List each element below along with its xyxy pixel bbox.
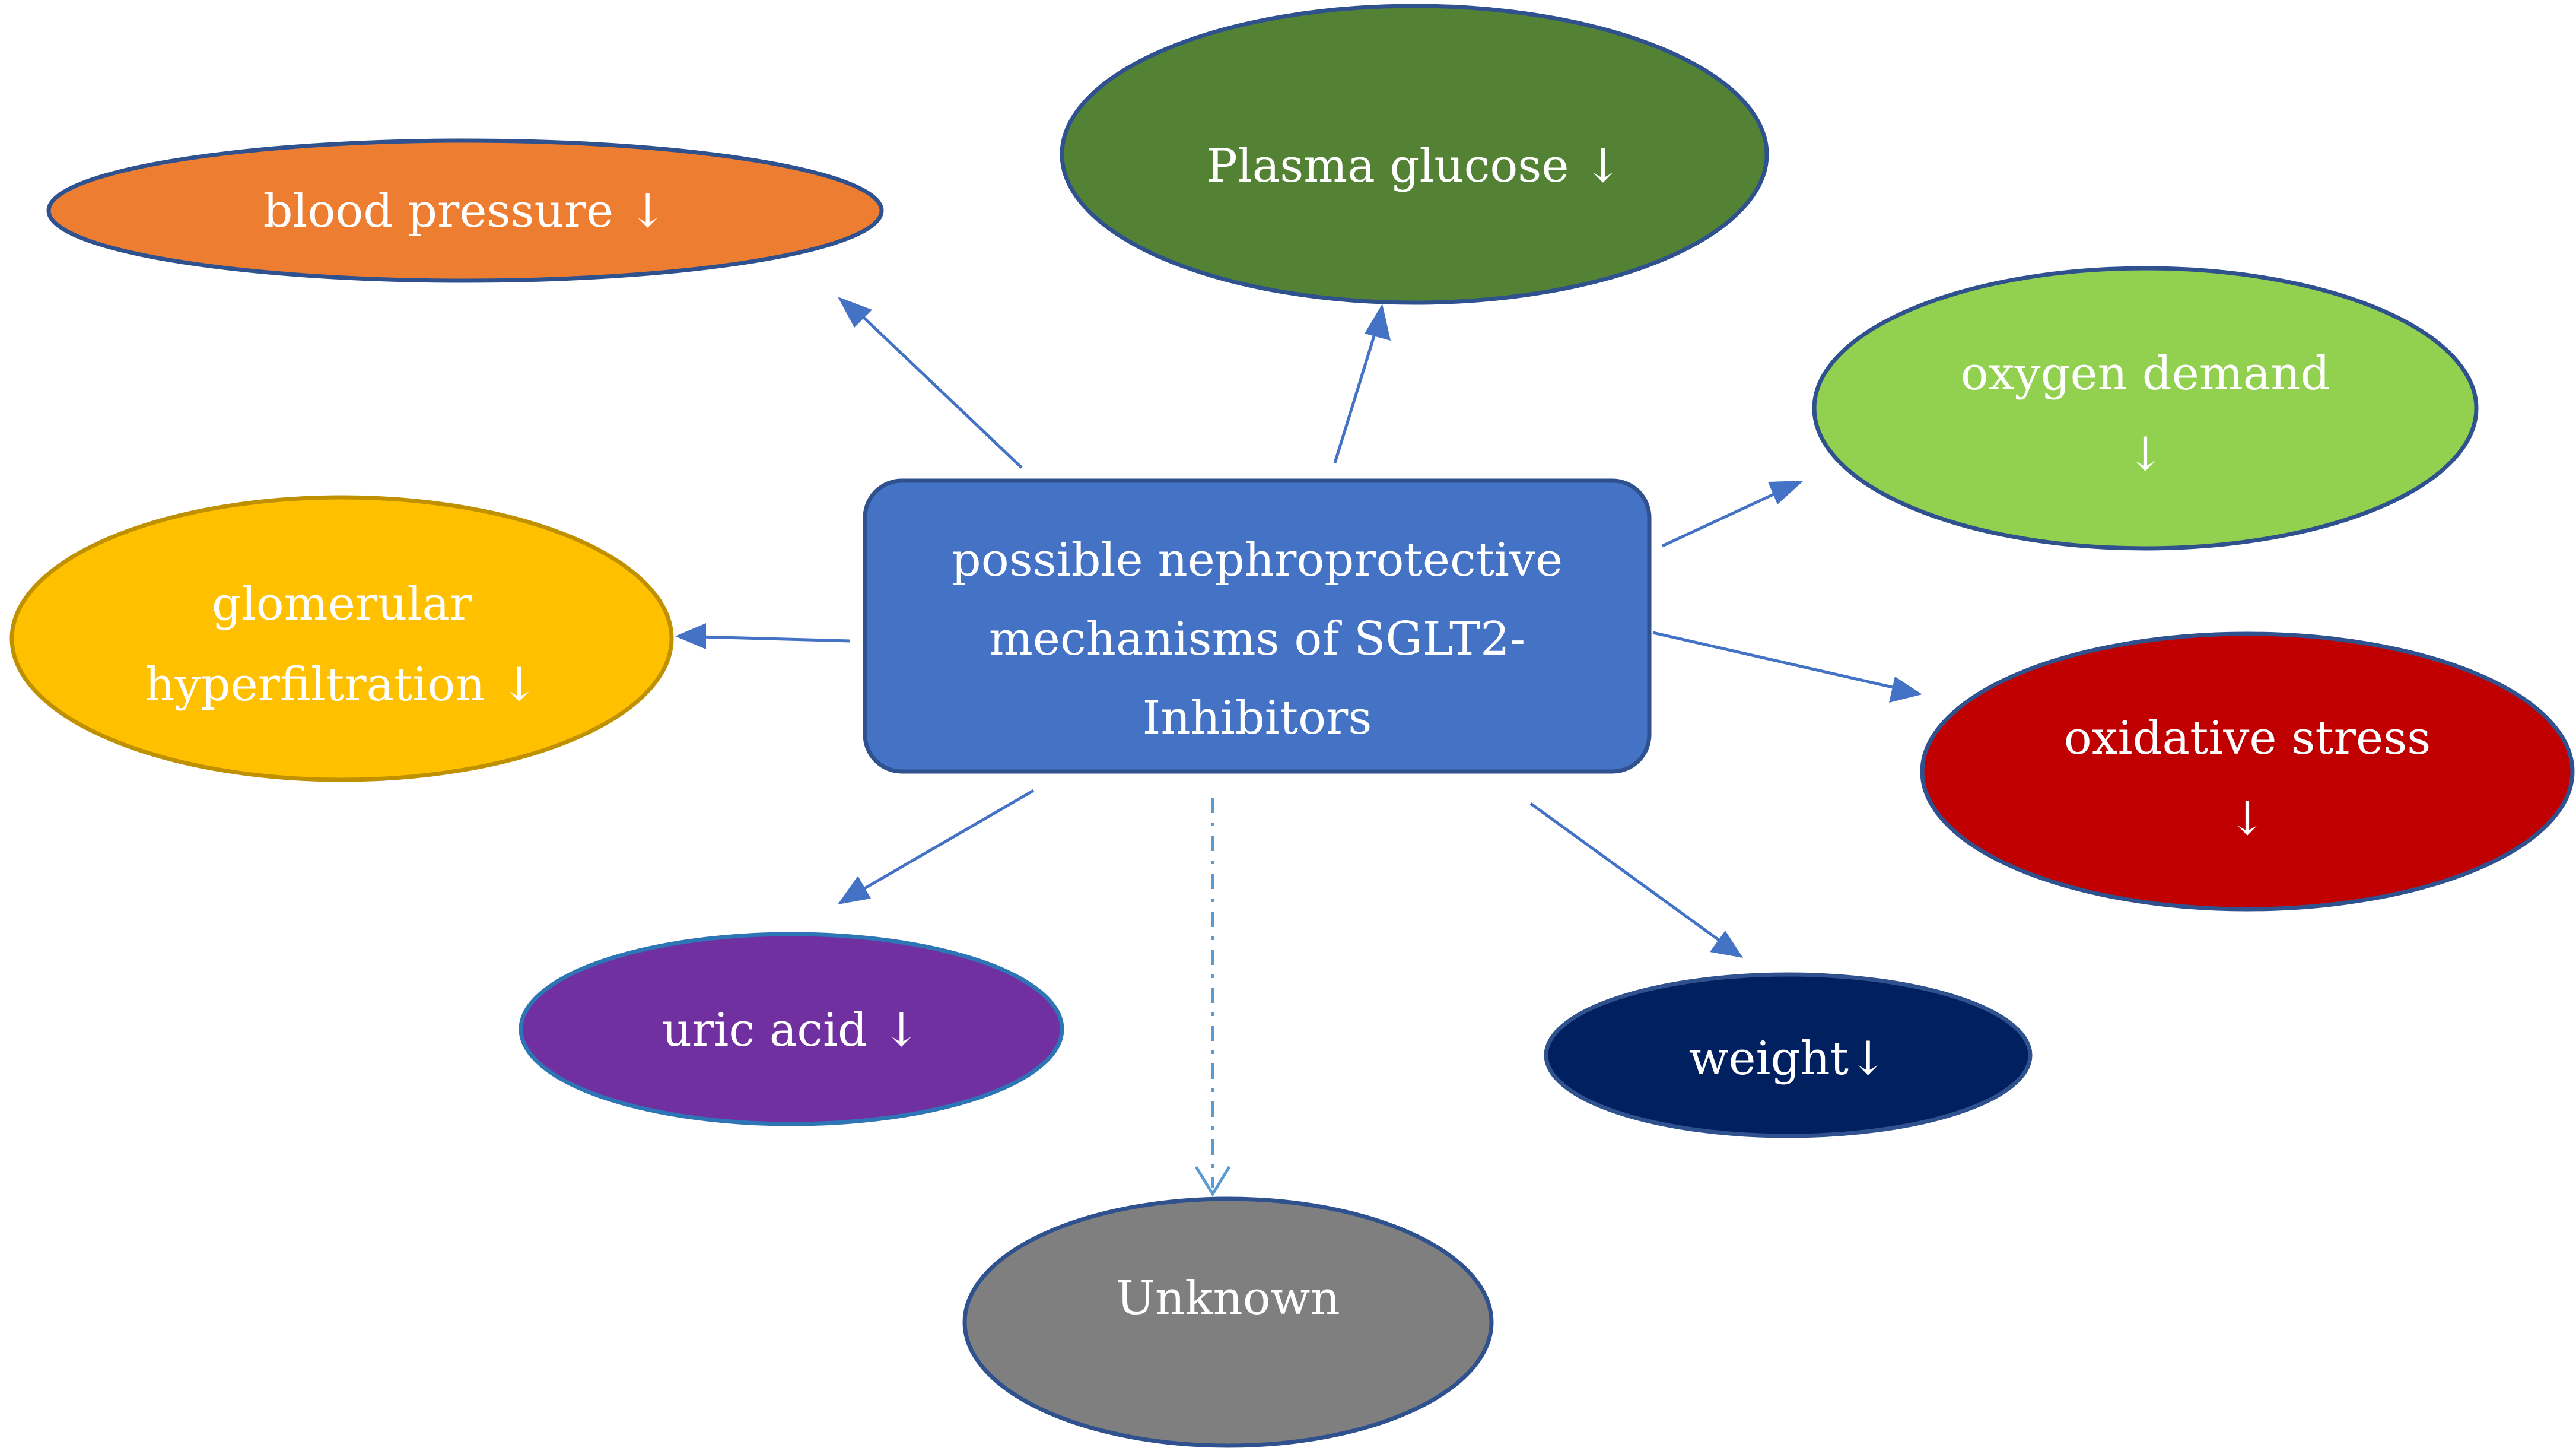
arrowhead-unknown xyxy=(1194,1166,1231,1197)
node-uric-acid: uric acid ↓ xyxy=(519,932,1064,1126)
node-plasma-glucose: Plasma glucose ↓ xyxy=(1060,4,1769,305)
blood-pressure-label: blood pressure ↓ xyxy=(263,185,667,238)
unknown-label: Unknown xyxy=(1116,1272,1340,1325)
node-blood-pressure: blood pressure ↓ xyxy=(46,138,884,283)
arrowhead-blood-pressure xyxy=(838,297,872,328)
uric-acid-ellipse xyxy=(519,932,1064,1126)
arrow-to-blood-pressure xyxy=(853,307,1023,469)
arrow-to-weight xyxy=(1529,802,1722,943)
node-oxidative-stress: oxidative stress ↓ xyxy=(1920,631,2575,912)
center-line-1: possible nephroprotective xyxy=(952,534,1563,587)
plasma-glucose-ellipse xyxy=(1060,4,1769,305)
arrow-to-glomerular-hyperfiltration xyxy=(699,635,850,643)
glomerular-line-2: hyperfiltration ↓ xyxy=(145,658,538,712)
oxidative-stress-line-2: ↓ xyxy=(2228,792,2266,846)
center-node: possible nephroprotective mechanisms of … xyxy=(863,478,1652,774)
arrow-to-uric-acid xyxy=(860,789,1035,892)
arrowhead-oxidative-stress xyxy=(1889,677,1922,703)
center-line-3: Inhibitors xyxy=(1143,691,1372,745)
oxygen-demand-ellipse xyxy=(1812,266,2479,551)
unknown-ellipse xyxy=(962,1196,1494,1448)
arrowhead-plasma-glucose xyxy=(1365,304,1391,341)
node-unknown: Unknown xyxy=(962,1196,1494,1448)
connectors xyxy=(675,297,1922,1197)
weight-ellipse xyxy=(1544,972,2033,1138)
arrowhead-uric-acid xyxy=(838,876,871,904)
arrowhead-oxygen-demand xyxy=(1768,481,1804,504)
glomerular-line-1: glomerular xyxy=(212,577,472,631)
plasma-glucose-label: Plasma glucose ↓ xyxy=(1206,139,1622,193)
oxidative-stress-line-1: oxidative stress xyxy=(2064,712,2431,765)
oxygen-demand-line-1: oxygen demand xyxy=(1961,347,2330,401)
node-glomerular-hyperfiltration: glomerular hyperfiltration ↓ xyxy=(9,495,674,782)
arrow-to-oxygen-demand xyxy=(1661,490,1781,548)
weight-label: weight↓ xyxy=(1689,1032,1888,1085)
arrow-to-oxidative-stress xyxy=(1652,631,1893,689)
center-line-2: mechanisms of SGLT2- xyxy=(989,612,1525,666)
blood-pressure-ellipse xyxy=(46,138,884,283)
oxidative-stress-ellipse xyxy=(1920,631,2575,912)
node-oxygen-demand: oxygen demand ↓ xyxy=(1812,266,2479,551)
center-box xyxy=(863,478,1652,774)
uric-acid-label: uric acid ↓ xyxy=(662,1004,921,1057)
arrowhead-glomerular xyxy=(675,623,706,649)
glomerular-ellipse xyxy=(9,495,674,782)
arrowhead-weight xyxy=(1710,931,1743,958)
oxygen-demand-line-2: ↓ xyxy=(2126,428,2164,481)
node-weight: weight↓ xyxy=(1544,972,2033,1138)
arrow-to-plasma-glucose xyxy=(1333,332,1377,463)
